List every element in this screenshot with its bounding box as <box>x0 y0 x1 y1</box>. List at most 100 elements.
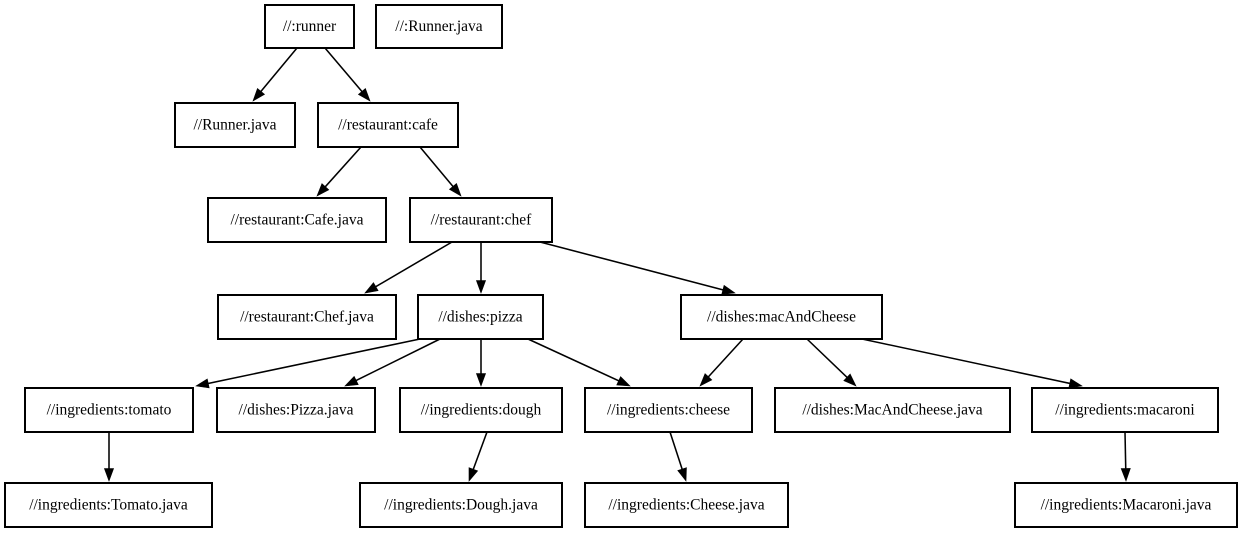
node-box[interactable] <box>264 4 355 49</box>
node-box[interactable] <box>774 387 1011 433</box>
node-box[interactable] <box>216 387 376 433</box>
edge-line <box>354 338 441 383</box>
graph-node-root_runner_java[interactable]: //:Runner.java <box>375 4 503 49</box>
edge-line <box>324 47 364 94</box>
graph-node-restaurant_cafe[interactable]: //restaurant:cafe <box>317 102 459 148</box>
edge-arrowhead-icon <box>699 373 713 387</box>
graph-edge <box>344 338 441 387</box>
graph-node-ing_tomato[interactable]: //ingredients:tomato <box>24 387 194 433</box>
graph-edge <box>669 431 687 482</box>
edge-arrowhead-icon <box>252 87 266 102</box>
edge-arrowhead-icon <box>1120 468 1131 482</box>
graph-edge <box>468 431 488 482</box>
edge-arrowhead-icon <box>843 373 857 387</box>
node-label: //ingredients:cheese <box>607 402 730 419</box>
node-label: //restaurant:chef <box>431 212 533 229</box>
node-box[interactable] <box>207 197 387 243</box>
graph-edge <box>806 338 857 387</box>
edge-line <box>471 431 488 472</box>
node-label: //:Runner.java <box>395 18 483 35</box>
node-box[interactable] <box>24 387 194 433</box>
edge-arrowhead-icon <box>357 87 371 102</box>
edge-line <box>861 338 1072 385</box>
edge-arrowhead-icon <box>475 373 487 387</box>
edge-line <box>1124 431 1127 471</box>
graph-edge <box>539 241 736 295</box>
graph-edge <box>475 339 487 387</box>
graph-node-pizza_java[interactable]: //dishes:Pizza.java <box>216 387 376 433</box>
graph-node-ing_dough[interactable]: //ingredients:dough <box>399 387 563 433</box>
edge-line <box>527 338 621 383</box>
node-box[interactable] <box>680 294 883 340</box>
graph-edge <box>861 338 1083 389</box>
graph-node-cheese_java[interactable]: //ingredients:Cheese.java <box>584 482 789 528</box>
node-box[interactable] <box>1031 387 1219 433</box>
node-label: //ingredients:tomato <box>47 402 172 419</box>
graph-edge <box>364 241 453 294</box>
node-label: //restaurant:Chef.java <box>240 309 374 326</box>
graph-edge <box>324 47 371 102</box>
edge-line <box>323 146 362 189</box>
edge-arrowhead-icon <box>1068 378 1083 389</box>
node-label: //dishes:Pizza.java <box>239 402 354 419</box>
graph-edge <box>699 338 744 387</box>
nodes-layer: //:runner //:Runner.java //Runner.java //re… <box>4 4 1238 528</box>
graph-node-dishes_mac[interactable]: //dishes:macAndCheese <box>680 294 883 340</box>
graph-node-chef_java[interactable]: //restaurant:Chef.java <box>217 294 397 340</box>
graph-edge <box>316 146 362 197</box>
edge-line <box>419 146 455 189</box>
node-box[interactable] <box>359 482 563 528</box>
node-label: //ingredients:dough <box>421 402 542 419</box>
edge-arrowhead-icon <box>721 284 736 295</box>
graph-node-cafe_java[interactable]: //restaurant:Cafe.java <box>207 197 387 243</box>
edge-arrowhead-icon <box>344 375 359 387</box>
node-label: //ingredients:macaroni <box>1055 402 1195 419</box>
node-box[interactable] <box>375 4 503 49</box>
node-label: //:runner <box>283 18 337 35</box>
graph-node-dishes_pizza[interactable]: //dishes:pizza <box>417 294 544 340</box>
edge-arrowhead-icon <box>316 183 330 197</box>
edge-line <box>206 338 421 385</box>
graph-node-macaroni_java[interactable]: //ingredients:Macaroni.java <box>1014 482 1238 528</box>
node-box[interactable] <box>317 102 459 148</box>
edge-line <box>706 338 744 379</box>
graph-node-ing_macaroni[interactable]: //ingredients:macaroni <box>1031 387 1219 433</box>
graph-edge <box>419 146 462 197</box>
edge-line <box>539 241 726 292</box>
graph-node-restaurant_chef[interactable]: //restaurant:chef <box>409 197 553 243</box>
node-label: //Runner.java <box>193 117 276 134</box>
node-label: //ingredients:Macaroni.java <box>1041 497 1212 514</box>
node-label: //ingredients:Cheese.java <box>608 497 764 514</box>
graph-node-dough_java[interactable]: //ingredients:Dough.java <box>359 482 563 528</box>
graph-edge <box>103 432 115 482</box>
edge-arrowhead-icon <box>448 182 462 197</box>
graph-node-runner[interactable]: //:runner <box>264 4 355 49</box>
node-box[interactable] <box>1014 482 1238 528</box>
node-label: //restaurant:cafe <box>338 117 438 134</box>
node-box[interactable] <box>417 294 544 340</box>
node-label: //restaurant:Cafe.java <box>231 212 364 229</box>
edge-arrowhead-icon <box>364 282 379 294</box>
graph-edge <box>527 338 631 387</box>
node-box[interactable] <box>217 294 397 340</box>
graph-node-ing_cheese[interactable]: //ingredients:cheese <box>584 387 753 433</box>
node-box[interactable] <box>174 102 296 148</box>
edge-arrowhead-icon <box>195 378 210 389</box>
graph-node-runner_java[interactable]: //Runner.java <box>174 102 296 148</box>
node-box[interactable] <box>409 197 553 243</box>
node-box[interactable] <box>584 387 753 433</box>
node-box[interactable] <box>4 482 213 528</box>
edge-arrowhead-icon <box>475 280 487 294</box>
graph-edge <box>1120 431 1131 482</box>
node-box[interactable] <box>399 387 563 433</box>
edge-line <box>373 241 453 289</box>
graph-node-tomato_java[interactable]: //ingredients:Tomato.java <box>4 482 213 528</box>
graph-edge <box>252 47 298 102</box>
graph-node-mac_java[interactable]: //dishes:MacAndCheese.java <box>774 387 1011 433</box>
edge-line <box>259 47 298 94</box>
node-label: //dishes:MacAndCheese.java <box>802 402 982 419</box>
node-label: //ingredients:Dough.java <box>384 497 538 514</box>
node-box[interactable] <box>584 482 789 528</box>
